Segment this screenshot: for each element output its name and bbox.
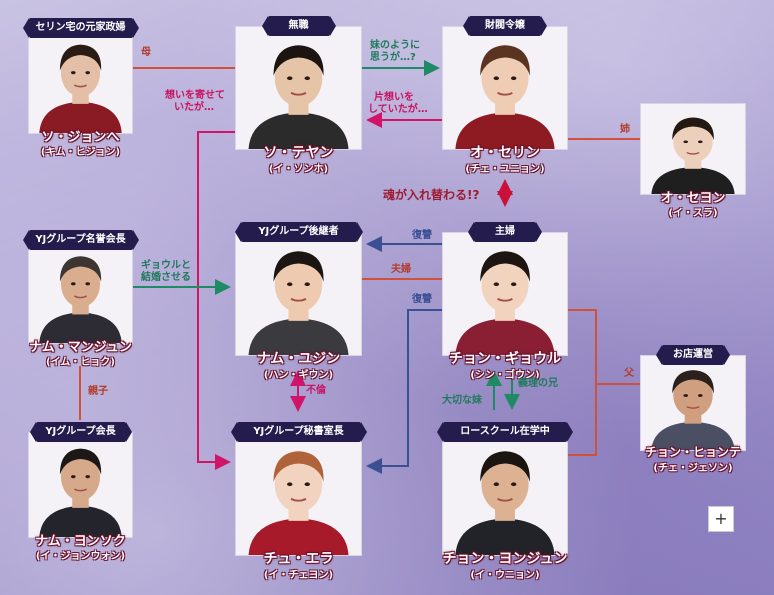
label-soul-swap: 魂が入れ替わる!? (383, 188, 480, 202)
label-affair: 不倫 (306, 385, 326, 396)
label-sister: 姉 (620, 124, 630, 135)
portrait-yongjun (442, 432, 568, 556)
label-feelings-2: いたが… (174, 102, 214, 113)
role-tag-serin: 財閥令嬢 (463, 16, 547, 36)
portrait-serin (442, 26, 568, 150)
label-feelings-1: 想いを寄せて (165, 90, 225, 101)
role-tag-yongsok: YJグループ会長 (29, 422, 132, 442)
character-name-serin: オ・セリン (470, 145, 540, 161)
character-name-manjun: ナム・マンジュン (29, 340, 132, 355)
role-tag-hyeonte: お店運営 (656, 345, 730, 365)
label-unrequited-2: していたが… (368, 104, 428, 115)
label-parent-child: 親子 (88, 386, 108, 397)
portrait-gyoul (442, 232, 568, 356)
label-revenge-2: 復讐 (412, 294, 432, 305)
label-dear-sister: 大切な妹 (442, 395, 482, 406)
role-tag-jeonghye: セリン宅の元家政婦 (22, 18, 139, 38)
character-name-seyeon: オ・セヨン (660, 191, 726, 206)
character-name-teyang: ソ・テヤン (263, 145, 334, 161)
character-name-hyeonte: チョン・ヒョンテ (644, 445, 741, 459)
actor-name-seyeon: (イ・スラ) (668, 208, 718, 219)
character-name-gyoul: チョン・ギョウル (449, 351, 561, 367)
actor-name-yujin: (ハン・ギウン) (263, 370, 334, 381)
label-marry-2: 結婚させる (141, 272, 191, 283)
actor-name-hyeonte: (チェ・ジェソン) (653, 463, 733, 474)
expand-button[interactable]: + (708, 506, 734, 532)
portrait-hyeonte (640, 355, 746, 451)
role-tag-gyoul: 主婦 (468, 222, 542, 242)
actor-name-teyang: (イ・ソンホ) (268, 164, 329, 175)
actor-name-manjun: (イム・ヒョク) (46, 357, 115, 368)
character-name-jeonghye: ソ・ジョンへ (41, 130, 120, 145)
character-name-yongsok: ナム・ヨンソク (35, 534, 126, 549)
portrait-yujin (235, 232, 362, 356)
role-tag-era: YJグループ秘書室長 (230, 422, 367, 442)
portrait-jeonghye (28, 28, 133, 134)
role-tag-teyang: 無職 (261, 16, 336, 36)
label-like-sister-2: 思うが…? (370, 52, 416, 63)
line-era-teyang (197, 131, 235, 470)
actor-name-yongsok: (イ・ジョンウォン) (35, 551, 126, 562)
label-unrequited-1: 片想いを (374, 92, 414, 103)
portrait-manjun (28, 240, 133, 344)
character-name-yujin: ナム・ユジン (256, 351, 341, 367)
actor-name-gyoul: (シン・ゴウン) (470, 370, 540, 381)
actor-name-jeonghye: (キム・ヒジョン) (40, 147, 121, 158)
portrait-yongsok (28, 432, 133, 538)
portrait-seyeon (640, 103, 746, 195)
line-father (568, 309, 597, 456)
character-name-yongjun: チョン・ヨンジュン (442, 551, 568, 567)
label-marry-1: ギョウルと (141, 260, 191, 271)
label-mother: 母 (141, 47, 151, 58)
role-tag-manjun: YJグループ名誉会長 (22, 230, 139, 250)
line-revenge-era (366, 309, 442, 474)
role-tag-yongjun: ロースクール在学中 (437, 422, 573, 442)
label-brother-in-law: 義理の兄 (518, 378, 558, 389)
portrait-teyang (235, 26, 362, 150)
actor-name-serin: (チェ・ユニョン) (465, 164, 545, 175)
label-revenge-1: 復讐 (412, 230, 432, 241)
actor-name-era: (イ・チェヨン) (263, 570, 334, 581)
character-name-era: チュ・エラ (263, 551, 334, 567)
portrait-era (235, 432, 362, 556)
label-couple: 夫婦 (391, 264, 411, 275)
role-tag-yujin: YJグループ後継者 (234, 222, 363, 242)
label-father: 父 (624, 368, 634, 379)
label-like-sister-1: 妹のように (370, 40, 420, 51)
actor-name-yongjun: (イ・ウニョン) (470, 570, 540, 581)
